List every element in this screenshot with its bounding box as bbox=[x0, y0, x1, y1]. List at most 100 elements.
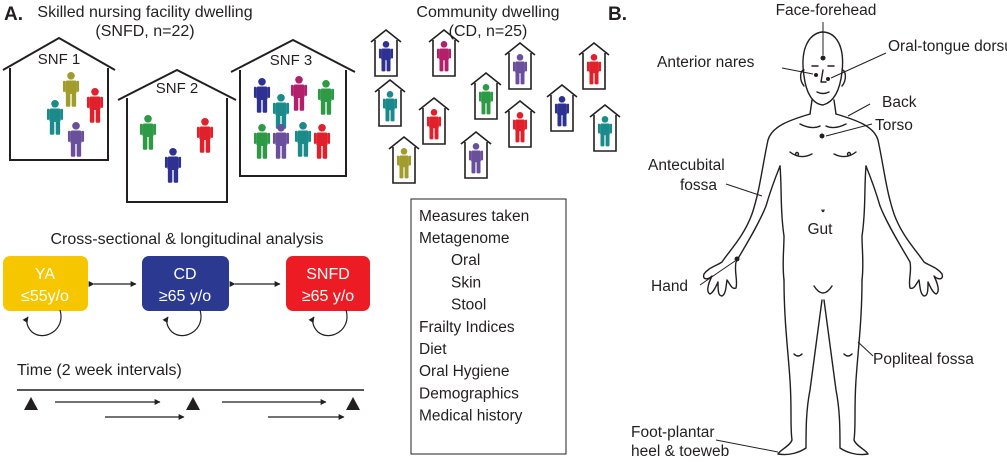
group-cd-name: CD bbox=[173, 266, 196, 283]
community-home bbox=[388, 135, 420, 184]
house-snf1: SNF 1 bbox=[2, 36, 116, 161]
leader-torso bbox=[825, 123, 873, 137]
group-snfd: SNFD ≥65 y/o bbox=[286, 256, 370, 311]
measure-item: Oral bbox=[451, 252, 480, 269]
measures-title: Measures taken bbox=[419, 208, 529, 225]
house-label-snf2: SNF 2 bbox=[156, 80, 199, 97]
person-icon bbox=[382, 91, 398, 122]
person-icon bbox=[396, 148, 412, 179]
community-home bbox=[578, 41, 610, 90]
site-label-gut: Gut bbox=[808, 221, 834, 238]
house-snf3: SNF 3 bbox=[230, 38, 356, 177]
measure-item: Oral Hygiene bbox=[419, 363, 509, 380]
panel-a-label: A. bbox=[4, 4, 23, 25]
person-icon bbox=[253, 124, 271, 159]
group-ya: YA ≤55y/o bbox=[3, 256, 88, 311]
site-label-oral-tongue: Oral-tongue dorsum bbox=[888, 38, 1007, 55]
leader-tongue bbox=[830, 52, 887, 79]
measure-item: Metagenome bbox=[419, 230, 509, 247]
leader-antecubital bbox=[725, 183, 763, 197]
site-label-face-forehead: Face-forehead bbox=[776, 2, 877, 19]
site-dot-nares bbox=[814, 73, 818, 77]
person-icon bbox=[317, 80, 335, 115]
site-label-hand: Hand bbox=[651, 278, 688, 295]
leader-popliteal bbox=[857, 341, 874, 357]
cd-title: Community dwelling bbox=[416, 4, 559, 21]
person-icon bbox=[253, 78, 271, 113]
timepoint-3-marker bbox=[346, 397, 360, 410]
time-label: Time (2 week intervals) bbox=[17, 362, 182, 379]
person-icon bbox=[164, 148, 182, 183]
person-icon bbox=[597, 116, 613, 147]
community-home bbox=[460, 130, 492, 179]
community-homes bbox=[370, 28, 621, 184]
person-icon bbox=[272, 124, 290, 159]
measure-item: Demographics bbox=[419, 385, 519, 402]
leader-nares bbox=[781, 67, 814, 75]
person-icon bbox=[272, 94, 290, 129]
site-dot-tongue bbox=[826, 77, 830, 81]
site-label-foot: Foot-plantar bbox=[631, 424, 715, 441]
snfd-title: Skilled nursing facility dwelling bbox=[37, 4, 252, 21]
community-home bbox=[418, 96, 450, 145]
leader-foot bbox=[715, 439, 779, 453]
person-icon bbox=[378, 41, 394, 72]
house-snf2: SNF 2 bbox=[117, 68, 237, 203]
body-outline bbox=[702, 31, 944, 456]
site-dot-torso bbox=[819, 133, 825, 139]
person-icon bbox=[294, 122, 312, 157]
person-icon bbox=[67, 122, 85, 157]
site-dot-hand bbox=[734, 256, 740, 262]
group-snfd-age: ≥65 y/o bbox=[302, 288, 354, 305]
community-home bbox=[374, 78, 406, 127]
measure-item: Medical history bbox=[419, 408, 523, 425]
house-label-snf1: SNF 1 bbox=[38, 51, 81, 68]
group-cd: CD ≥65 y/o bbox=[142, 256, 229, 311]
group-cd-age: ≥65 y/o bbox=[159, 288, 211, 305]
measures-box: Measures taken MetagenomeOralSkinStoolFr… bbox=[410, 198, 567, 455]
community-home bbox=[504, 99, 536, 148]
site-label-popliteal: Popliteal fossa bbox=[873, 351, 974, 368]
person-icon bbox=[62, 72, 80, 107]
loop-arrow-ya bbox=[22, 309, 62, 337]
person-icon bbox=[290, 76, 308, 111]
leader-hand bbox=[699, 260, 736, 286]
site-label-antecubital-fossa: fossa bbox=[680, 177, 717, 194]
person-icon bbox=[426, 109, 442, 140]
community-home bbox=[470, 71, 502, 120]
person-icon bbox=[86, 88, 104, 123]
measure-item: Frailty Indices bbox=[419, 319, 515, 336]
person-icon bbox=[512, 112, 528, 143]
community-home bbox=[504, 41, 536, 90]
site-label-antecubital: Antecubital bbox=[648, 157, 725, 174]
loop-arrow-snfd bbox=[308, 309, 348, 337]
person-icon bbox=[196, 118, 214, 153]
community-home bbox=[428, 28, 460, 77]
person-icon bbox=[468, 143, 484, 174]
site-dot-forehead bbox=[820, 55, 826, 61]
person-icon bbox=[313, 124, 331, 159]
leader-back bbox=[847, 103, 871, 117]
community-home bbox=[589, 103, 621, 152]
site-label-torso: Torso bbox=[875, 117, 913, 134]
measure-item: Diet bbox=[419, 341, 447, 358]
site-label-back: Back bbox=[882, 94, 917, 111]
measure-item: Stool bbox=[451, 297, 486, 314]
analysis-title: Cross-sectional & longitudinal analysis bbox=[50, 231, 323, 248]
person-icon bbox=[478, 84, 494, 115]
group-snfd-name: SNFD bbox=[306, 266, 350, 283]
community-home bbox=[546, 83, 578, 132]
timepoint-1-marker bbox=[24, 397, 38, 410]
person-icon bbox=[512, 54, 528, 85]
house-label-snf3: SNF 3 bbox=[270, 52, 313, 69]
person-icon bbox=[436, 41, 452, 72]
person-icon bbox=[139, 115, 157, 150]
person-icon bbox=[46, 100, 64, 135]
snfd-subtitle: (SNFD, n=22) bbox=[95, 23, 194, 40]
group-ya-age: ≤55y/o bbox=[21, 288, 69, 305]
person-icon bbox=[554, 96, 570, 127]
group-ya-name: YA bbox=[35, 266, 55, 283]
loop-arrow-cd bbox=[162, 309, 202, 337]
